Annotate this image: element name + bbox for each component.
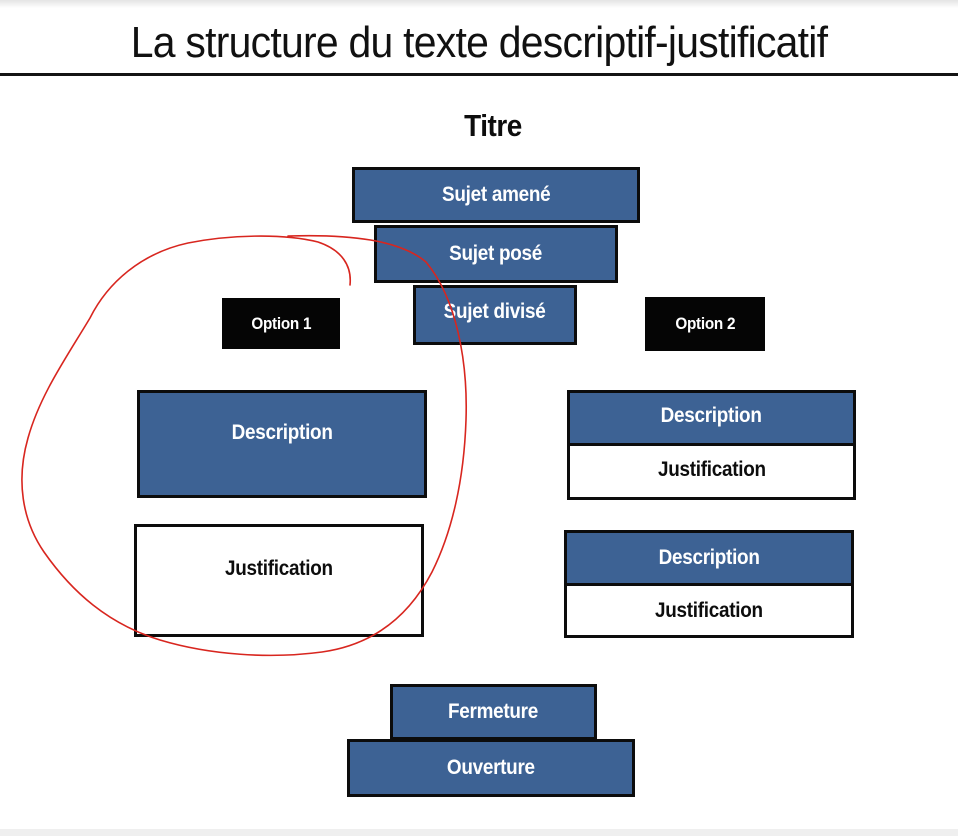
top-strip bbox=[0, 0, 958, 8]
option-1-justification-box: Justification bbox=[134, 524, 424, 637]
sujet-divise-box: Sujet divisé bbox=[413, 285, 577, 345]
option-2-justification-label-2: Justification bbox=[655, 598, 763, 622]
option-2-description-label-1: Description bbox=[660, 404, 762, 427]
option-2-justification-box-2: Justification bbox=[564, 583, 854, 638]
option-2-justification-label-1: Justification bbox=[657, 457, 766, 481]
sujet-amene-label: Sujet amené bbox=[441, 183, 551, 206]
option-1-justification-label: Justification bbox=[225, 557, 333, 580]
option-2-label: Option 2 bbox=[645, 297, 765, 351]
option-2-description-label-2: Description bbox=[658, 546, 760, 569]
sujet-pose-label: Sujet posé bbox=[449, 242, 543, 265]
option-1-description-label: Description bbox=[231, 421, 333, 444]
bottom-strip bbox=[0, 829, 958, 836]
sujet-pose-box: Sujet posé bbox=[374, 225, 618, 283]
sujet-divise-label: Sujet divisé bbox=[444, 300, 546, 323]
option-1-description-box: Description bbox=[137, 390, 427, 498]
option-2-description-box-2: Description bbox=[564, 530, 854, 586]
slide-title: La structure du texte descriptif-justifi… bbox=[130, 18, 828, 67]
fermeture-label: Fermeture bbox=[448, 700, 539, 723]
diagram-title: Titre bbox=[464, 108, 522, 143]
option-2-justification-box-1: Justification bbox=[567, 443, 856, 500]
fermeture-box: Fermeture bbox=[390, 684, 597, 740]
option-2-description-box-1: Description bbox=[567, 390, 856, 446]
ouverture-box: Ouverture bbox=[347, 739, 635, 797]
sujet-amene-box: Sujet amené bbox=[352, 167, 640, 223]
title-divider bbox=[0, 73, 958, 76]
ouverture-label: Ouverture bbox=[447, 756, 535, 779]
option-1-label: Option 1 bbox=[222, 298, 340, 349]
